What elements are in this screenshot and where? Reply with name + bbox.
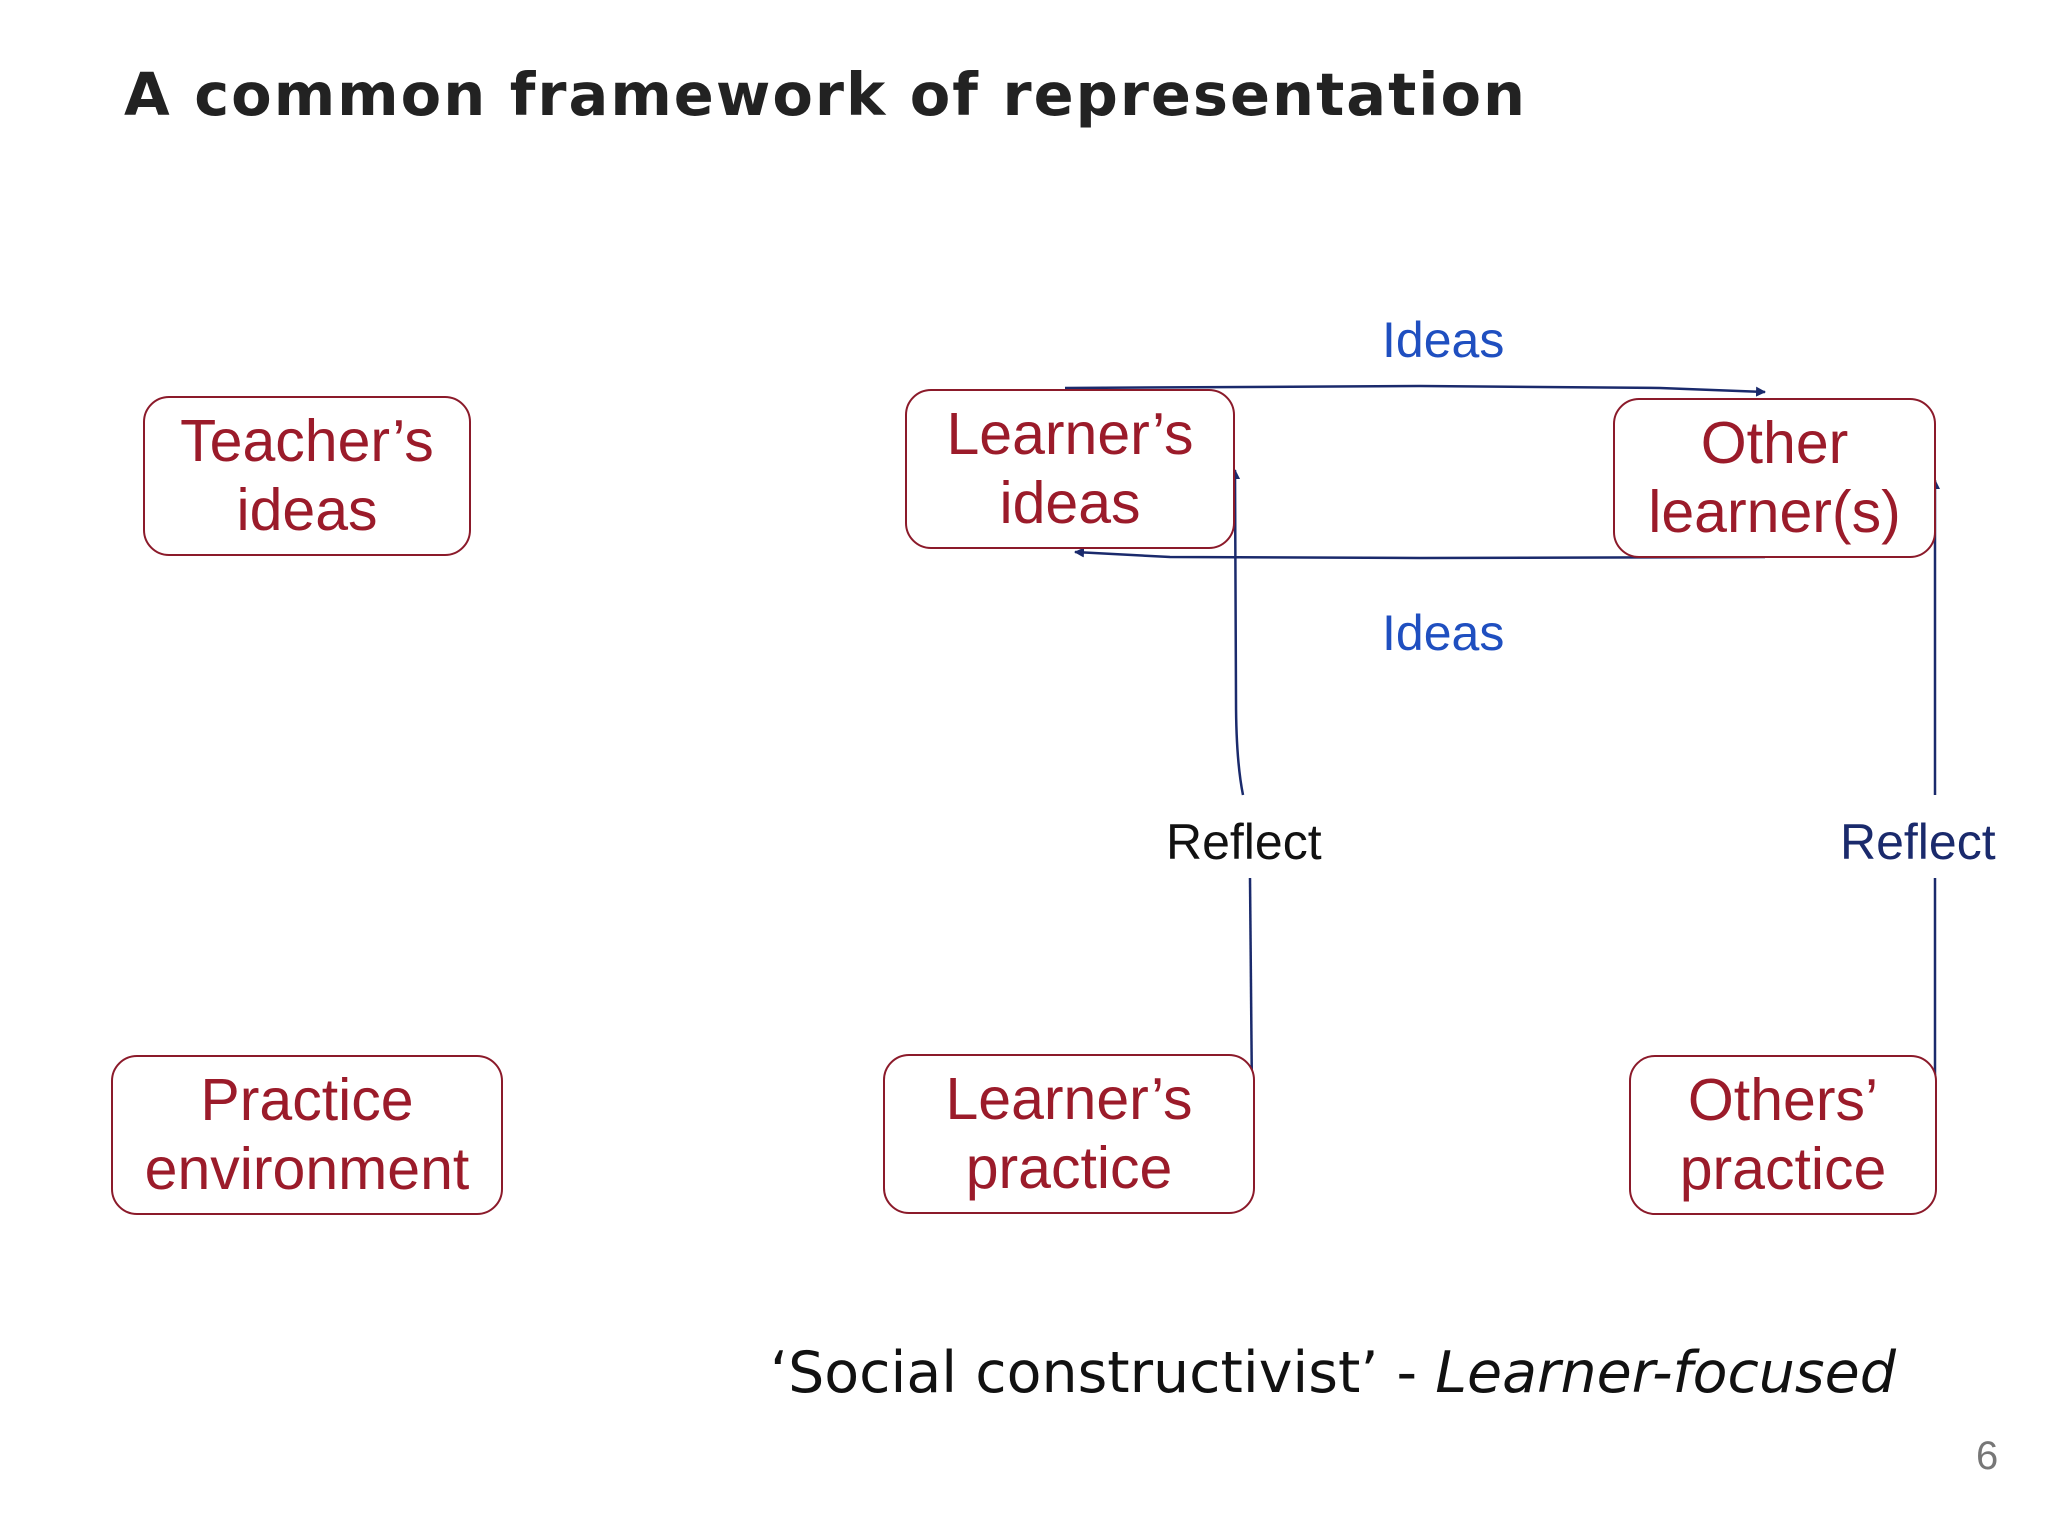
node-teachers-ideas: Teacher’s ideas bbox=[143, 396, 471, 556]
node-others-practice-line2: practice bbox=[1679, 1136, 1887, 1202]
node-learners-practice-line2: practice bbox=[965, 1135, 1173, 1201]
node-other-learners-line2: learner(s) bbox=[1648, 479, 1901, 545]
node-others-practice-line1: Others’ bbox=[1687, 1067, 1879, 1133]
edge-label-ideas-bottom: Ideas bbox=[1382, 605, 1505, 661]
node-learners-ideas-line2: ideas bbox=[999, 470, 1141, 536]
slide-title: A common framework of representation bbox=[124, 60, 1528, 129]
arrow-reflect-left-upper bbox=[1230, 469, 1245, 796]
node-practice-environment: Practice environment bbox=[111, 1055, 503, 1215]
caption-italic: Learner-focused bbox=[1435, 1340, 1896, 1406]
caption: ‘Social constructivist’ - Learner-focuse… bbox=[770, 1340, 1896, 1406]
node-practice-environment-line2: environment bbox=[144, 1136, 470, 1202]
node-learners-ideas: Learner’s ideas bbox=[905, 389, 1235, 549]
edge-label-reflect-right: Reflect bbox=[1840, 814, 1996, 870]
node-practice-environment-line1: Practice bbox=[200, 1067, 414, 1133]
node-teachers-ideas-line2: ideas bbox=[236, 477, 378, 543]
edge-label-ideas-top: Ideas bbox=[1382, 312, 1505, 368]
node-others-practice: Others’ practice bbox=[1629, 1055, 1937, 1215]
page-number: 6 bbox=[1976, 1434, 1999, 1478]
node-learners-practice: Learner’s practice bbox=[883, 1054, 1255, 1214]
node-other-learners-line1: Other bbox=[1700, 410, 1849, 476]
node-learners-ideas-line1: Learner’s bbox=[946, 401, 1194, 467]
caption-quoted: ‘Social constructivist’ - bbox=[770, 1340, 1436, 1406]
node-teachers-ideas-line1: Teacher’s bbox=[180, 408, 434, 474]
node-other-learners: Other learner(s) bbox=[1613, 398, 1936, 558]
edge-label-reflect-left: Reflect bbox=[1166, 814, 1322, 870]
node-learners-practice-line1: Learner’s bbox=[945, 1066, 1193, 1132]
